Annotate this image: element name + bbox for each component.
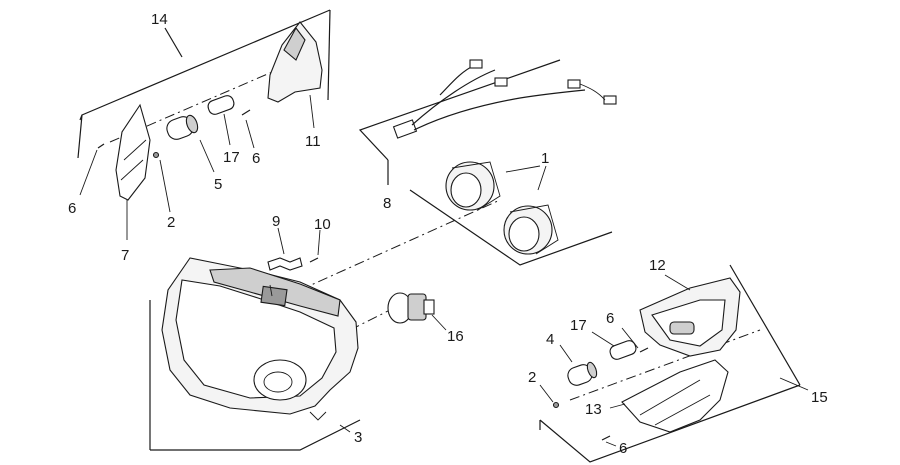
callout-17-left: 17 — [223, 149, 240, 166]
bulb-socket-right — [559, 344, 598, 386]
screw-left-6b — [241, 109, 255, 149]
callout-14: 14 — [151, 11, 168, 28]
headlight-ring-upper — [445, 161, 501, 211]
rear-signal-housing — [639, 274, 741, 357]
callout-6-right-b: 6 — [619, 440, 627, 457]
callout-15: 15 — [811, 389, 828, 406]
turn-signal-housing — [267, 21, 323, 129]
callout-13: 13 — [585, 401, 602, 418]
callout-6-left-b: 6 — [252, 150, 260, 167]
screw-left-6a — [79, 143, 105, 196]
callout-1: 1 — [541, 150, 549, 167]
axis-line-rear-signal — [569, 329, 761, 401]
callout-12: 12 — [649, 257, 666, 274]
headlight-ring-lower — [503, 165, 559, 255]
callout-17-right: 17 — [570, 317, 587, 334]
bulb-right — [591, 331, 637, 360]
turn-signal-lens-left — [115, 103, 151, 240]
screw-right-6b — [601, 435, 617, 447]
callout-5: 5 — [214, 176, 222, 193]
callout-8: 8 — [383, 195, 391, 212]
group-15-frame — [539, 264, 809, 463]
axis-line-headlight — [299, 199, 501, 291]
callout-6-left-a: 6 — [68, 200, 76, 217]
callout-2-left: 2 — [167, 214, 175, 231]
callout-4: 4 — [546, 331, 554, 348]
group-3-frame — [149, 300, 361, 451]
wiring-harness — [392, 59, 617, 139]
mounting-bracket — [267, 227, 303, 271]
callout-3: 3 — [354, 429, 362, 446]
callout-16: 16 — [447, 328, 464, 345]
headlight-assembly — [161, 257, 359, 421]
callout-9: 9 — [272, 213, 280, 230]
bulb-left — [207, 95, 235, 146]
screw-right-6a — [621, 327, 649, 353]
callout-11: 11 — [305, 133, 321, 150]
screw-left-2 — [152, 151, 171, 213]
callout-2-right: 2 — [528, 369, 536, 386]
headlight-bulb — [387, 292, 447, 331]
callout-6-right-a: 6 — [606, 310, 614, 327]
screw-right-2 — [539, 384, 560, 409]
group-14-frame — [77, 9, 331, 159]
screw-10 — [309, 229, 321, 263]
callout-10: 10 — [314, 216, 331, 233]
bulb-socket-left — [166, 114, 215, 173]
callout-7: 7 — [121, 247, 129, 264]
group-8-frame — [358, 59, 613, 266]
rear-signal-lens — [609, 359, 729, 433]
